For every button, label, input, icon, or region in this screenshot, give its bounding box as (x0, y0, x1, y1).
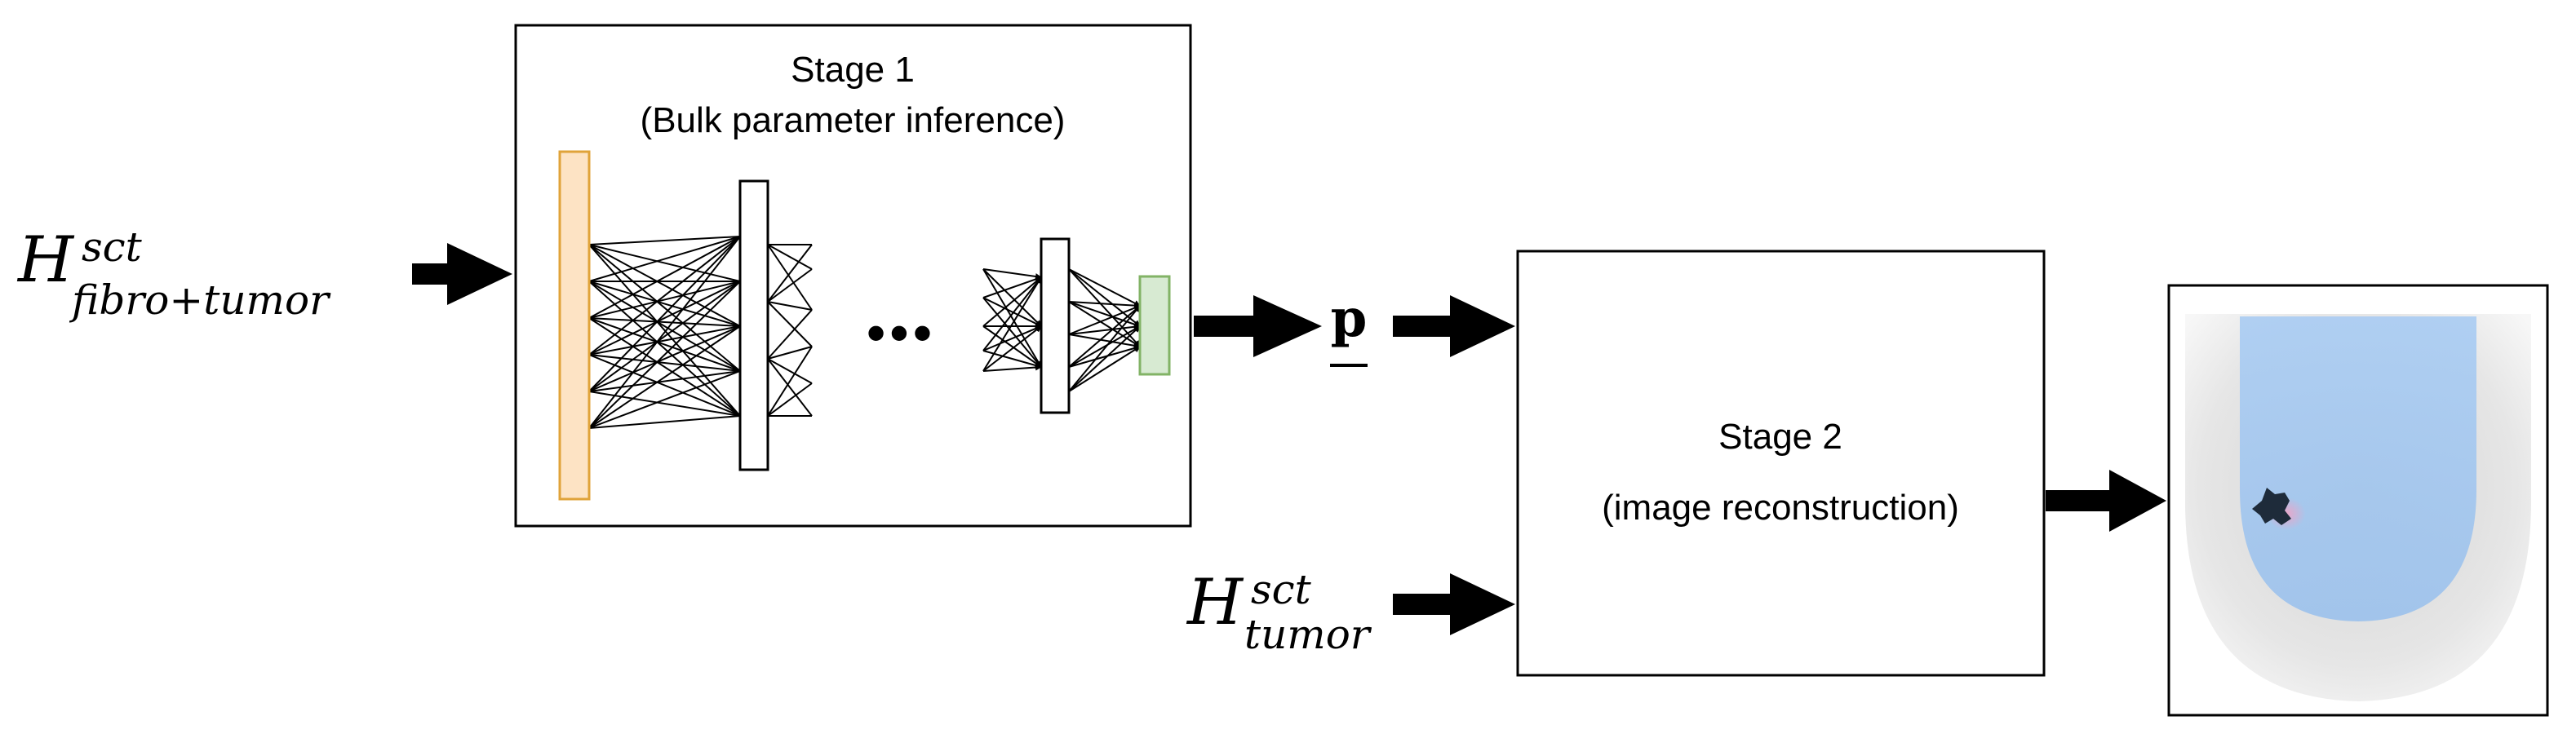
tumor-blob (2252, 488, 2291, 525)
network-edge (588, 236, 741, 392)
h-tumor-sup: sct (1251, 566, 1312, 613)
stage2-box: Stage 2 (image reconstruction) (1516, 250, 2046, 677)
network-edge (982, 297, 1042, 368)
network-edge (767, 244, 813, 303)
network-edge (588, 244, 741, 282)
network-edge (767, 358, 813, 384)
h-fibro-base: H (16, 223, 75, 297)
network-edge (1068, 346, 1141, 392)
network-connections (588, 236, 1141, 429)
network-edge (767, 244, 813, 311)
neural-network: ••• (558, 150, 1171, 501)
arrow-input-to-stage1 (412, 243, 512, 305)
network-edge (588, 317, 741, 372)
ellipsis-dots: ••• (867, 303, 936, 362)
hidden-layer-last (1040, 237, 1071, 414)
network-edge (982, 325, 1042, 368)
p-underline (1330, 364, 1368, 367)
network-edge (588, 236, 741, 429)
network-edge (588, 244, 741, 372)
network-edge (1068, 345, 1141, 368)
tissue-blue-region (2240, 316, 2476, 621)
hidden-layer-1 (738, 179, 769, 471)
stage2-subtitle: (image reconstruction) (1602, 488, 1959, 528)
network-edge (588, 281, 741, 327)
h-fibro-sup: sct (82, 223, 143, 271)
network-edge (982, 276, 1042, 372)
network-edge (1068, 305, 1141, 368)
network-edge (588, 325, 741, 392)
network-edge (767, 358, 813, 417)
network-edge (982, 268, 1042, 280)
h-tumor-sub: tumor (1244, 611, 1372, 658)
input-layer (558, 150, 591, 501)
network-edge (588, 236, 741, 356)
network-edge (588, 370, 741, 429)
arrow-p-to-stage2 (1393, 295, 1515, 357)
p-symbol: p (1331, 288, 1368, 349)
input-label-fibro-tumor: H sct fibro+tumor (16, 223, 331, 324)
network-edge (588, 236, 741, 319)
network-edge (588, 236, 741, 245)
arrow-stage2-to-image (2046, 470, 2166, 532)
p-vector-label: p (1330, 288, 1368, 367)
input-label-tumor: H sct tumor (1186, 566, 1372, 658)
network-edge (588, 354, 741, 372)
network-edge (588, 281, 741, 392)
stage1-title: Stage 1 (791, 50, 915, 90)
stage1-subtitle: (Bulk parameter inference) (641, 100, 1066, 140)
network-edge (767, 382, 813, 417)
network-edge (1068, 301, 1141, 328)
network-edge (1068, 305, 1141, 392)
network-edge (1068, 304, 1141, 335)
h-fibro-sub: fibro+tumor (69, 276, 331, 324)
network-edge (982, 364, 1042, 372)
stage1-box: Stage 1 (Bulk parameter inference) ••• (514, 24, 1192, 528)
network-edge (1068, 268, 1141, 307)
network-edge (588, 236, 741, 282)
network-edge (588, 281, 741, 429)
network-edge (982, 325, 1042, 351)
network-edge (588, 317, 741, 327)
network-edge (767, 301, 813, 311)
network-edge (588, 325, 741, 356)
network-edge (767, 268, 813, 303)
network-edge (588, 244, 741, 327)
reconstruction-image (2167, 284, 2549, 717)
network-edge (1068, 334, 1141, 349)
stage2-title: Stage 2 (1718, 417, 1842, 457)
network-edge (1068, 323, 1141, 335)
network-edge (767, 244, 813, 270)
arrow-tumor-to-stage2 (1393, 573, 1515, 635)
network-edge (982, 268, 1042, 368)
network-edge (1068, 301, 1141, 309)
network-edge (982, 276, 1042, 327)
network-edge (767, 346, 813, 360)
network-edge (588, 281, 741, 319)
network-edge (588, 281, 741, 372)
network-edge (1068, 301, 1141, 347)
network-edge (588, 370, 741, 392)
network-edge (1068, 325, 1141, 392)
network-edge (982, 276, 1042, 298)
network-edge (767, 309, 813, 360)
network-edge (982, 268, 1042, 327)
arrow-stage1-to-p (1194, 295, 1322, 357)
network-edge (588, 415, 741, 429)
network-edge (588, 281, 741, 356)
h-tumor-base: H (1186, 566, 1244, 639)
network-edge (767, 346, 813, 417)
output-layer (1138, 275, 1171, 376)
network-edge (767, 301, 813, 347)
network-edge (982, 325, 1042, 372)
network-edge (1068, 325, 1141, 368)
network-edge (982, 350, 1042, 369)
network-edge (982, 276, 1042, 351)
network-edge (982, 297, 1042, 327)
network-edge (588, 325, 741, 429)
